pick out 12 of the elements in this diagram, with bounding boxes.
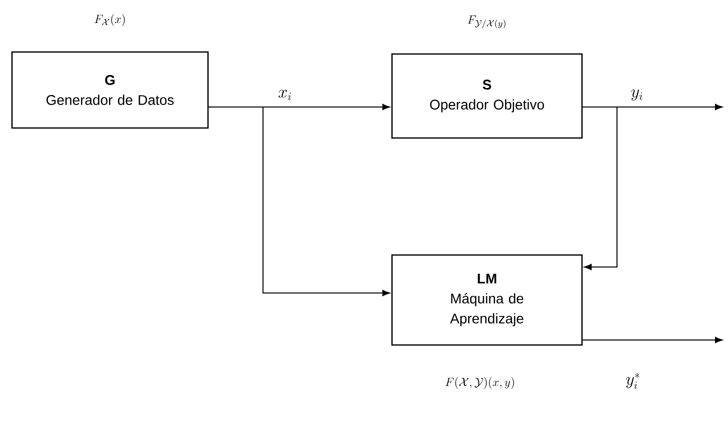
formula-label: $F(\mathcal{X},\mathcal{Y})(x,y)$ [445,377,514,390]
arrow [582,336,723,344]
arrow [582,106,618,270]
formula-label: $F_{\mathcal{Y}/\mathcal{X}(y)}$ [468,16,506,29]
edge-label: $y_i^*$ [626,373,640,389]
process-box: G Generador de Datos [11,51,209,129]
arrow [208,106,390,296]
process-box: LM Máquina de Aprendizaje [391,254,583,346]
edge-label: $x_i$ [278,90,291,100]
formula-label: $F_{\mathcal{X}}(x)$ [94,14,125,26]
edge-label: $y_i$ [631,89,642,101]
process-box: S Operador Objetivo [391,53,583,139]
